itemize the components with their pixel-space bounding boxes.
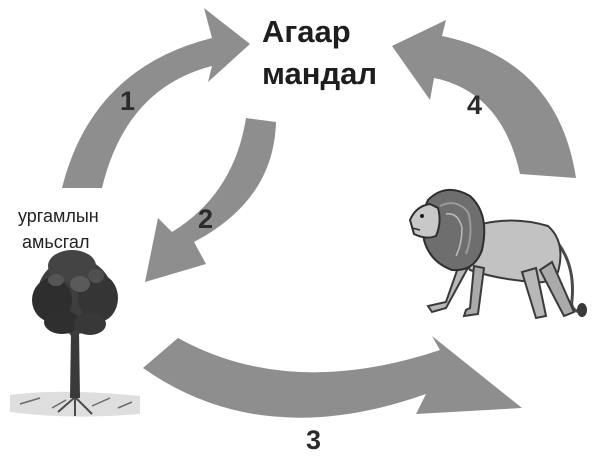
tree-icon: [10, 250, 140, 417]
arrow-4-number: 4: [467, 90, 482, 120]
title-line-2: мандал: [262, 56, 377, 91]
arrow-1: [62, 8, 250, 188]
lion-icon: [408, 189, 587, 320]
arrow-3: [143, 336, 522, 418]
plant-label-line-1: ургамлын: [18, 206, 99, 226]
arrow-3-number: 3: [306, 425, 321, 455]
arrow-2: [145, 118, 276, 282]
arrow-2-number: 2: [198, 204, 213, 234]
plant-label-line-2: амьсгал: [22, 232, 89, 252]
arrow-4: [392, 20, 576, 178]
title-line-1: Агаар: [262, 14, 351, 49]
arrow-1-number: 1: [120, 86, 135, 116]
